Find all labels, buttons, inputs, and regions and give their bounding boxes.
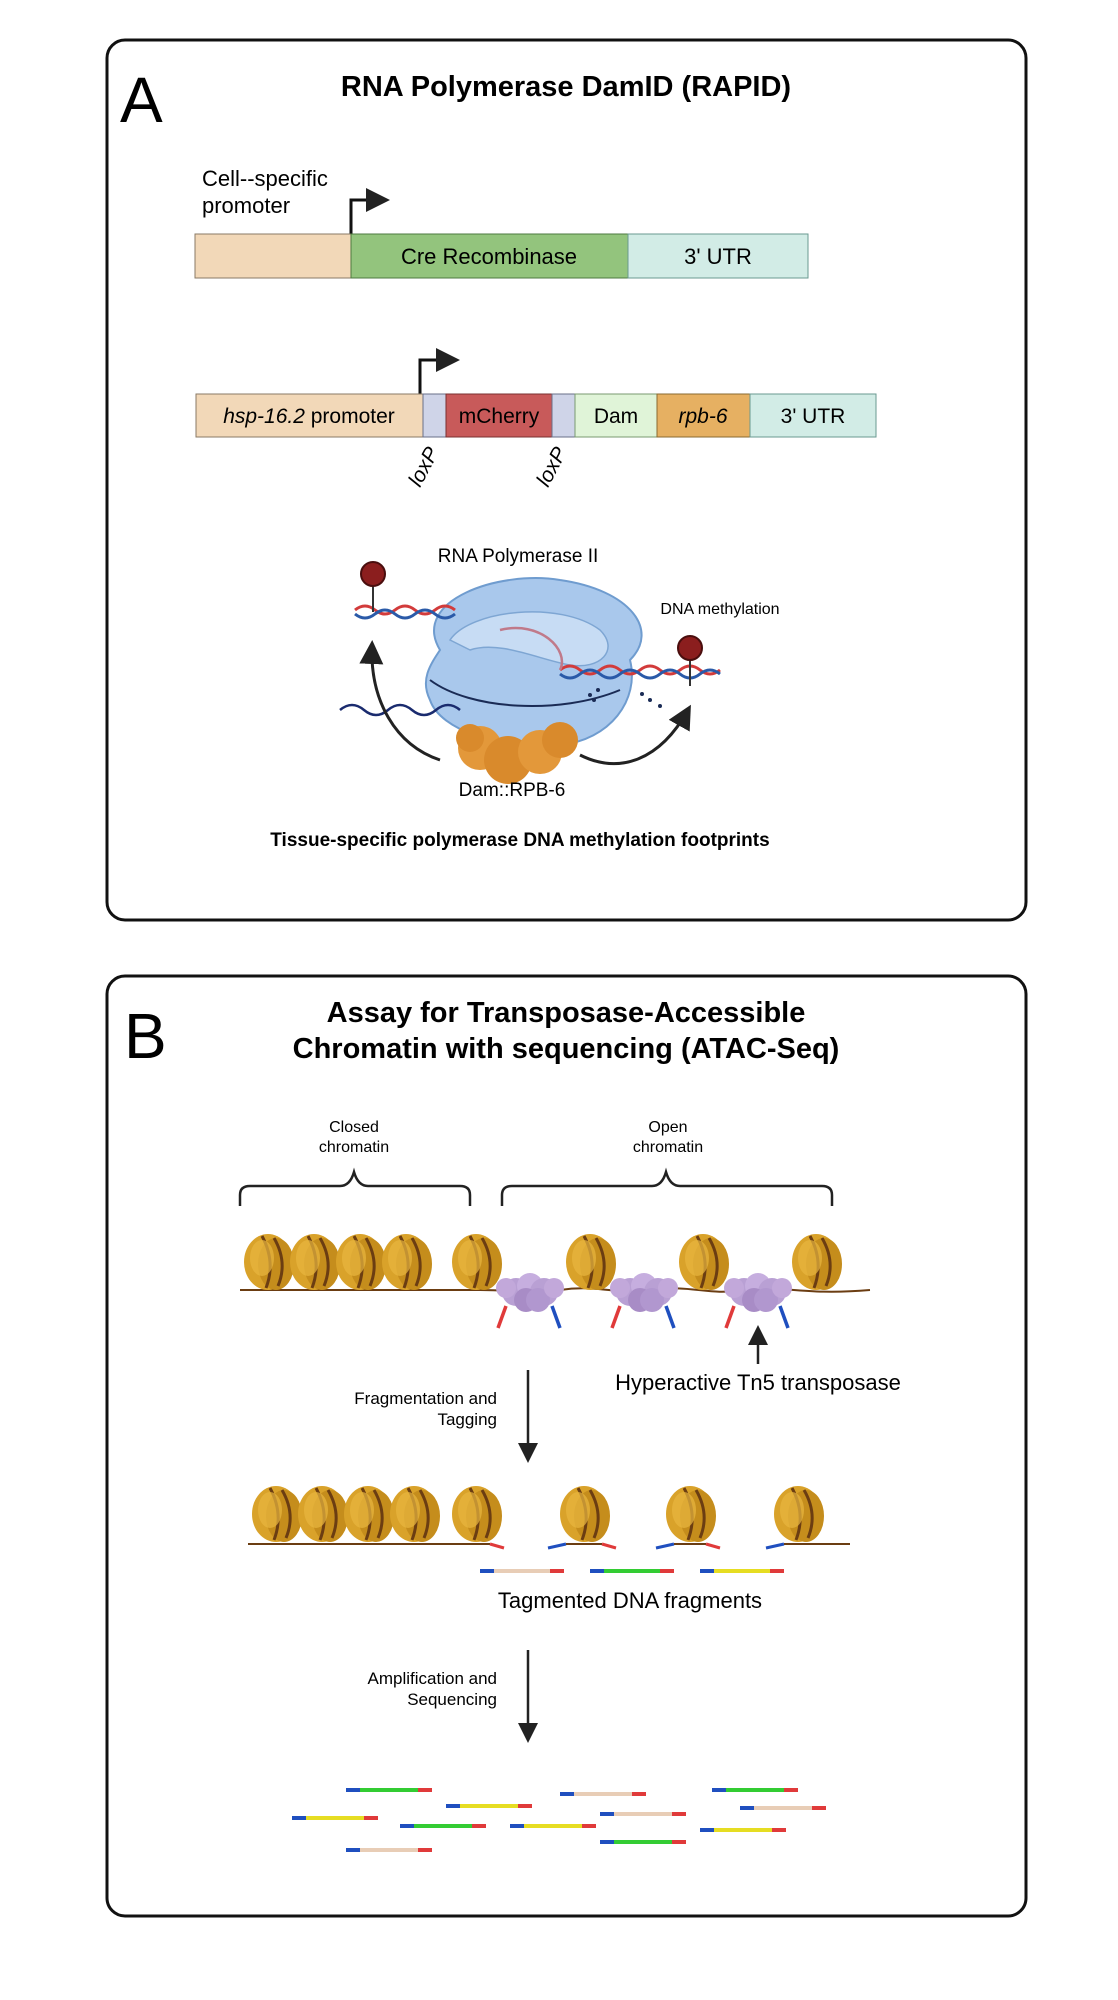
utr-label-1: 3' UTR [684,244,752,269]
promoter-arrow-icon-2 [418,348,460,394]
construct-rapid: hsp-16.2 promoter mCherry Dam rpb-6 3' U… [195,348,877,490]
polymerase-body-icon [424,577,643,747]
methylation-arrow-right-icon [579,704,691,766]
tagmented-fragments-icon [480,1569,784,1573]
loxp-label-2: loxP [532,443,571,490]
utr-block-1 [627,233,809,279]
rna-strand-icon [339,703,461,717]
panel-a-footer: Tissue-specific polymerase DNA methylati… [270,830,769,851]
cre-block [350,233,629,279]
methylation-arrow-left-icon [359,640,441,762]
dam-rpb6-label: Dam::RPB-6 [459,780,566,801]
construct-cre: Cell--specific promoter Cre Recombinase … [194,166,809,279]
promoter-arrow-icon [349,188,390,234]
mcherry-block [445,393,553,438]
cell-specific-promoter-label-2: promoter [202,193,290,218]
closed-chromatin-label-1: Closed [329,1119,379,1136]
dam-rpb6-icon [456,722,578,784]
loxp-label-1: loxP [404,443,443,490]
cell-specific-promoter-label-1: Cell--specific [202,166,328,191]
step-fragmentation-label-2: Tagging [437,1410,497,1429]
cre-label: Cre Recombinase [401,244,577,269]
polymerase-label: RNA Polymerase II [438,546,599,567]
methyl-marker-icon [360,561,386,587]
open-chromatin-label-1: Open [648,1119,687,1136]
polymerase-illustration: RNA Polymerase II DNA methylation [339,546,780,801]
dam-label: Dam [594,405,638,428]
hsp-promoter-label: hsp-16.2 promoter [223,405,395,428]
utr-block-2 [749,393,877,438]
panel-a-letter: A [120,64,163,136]
panel-b-title-2: Chromatin with sequencing (ATAC-Seq) [293,1033,840,1065]
panel-a-title: RNA Polymerase DamID (RAPID) [341,71,791,103]
sequencing-reads-icon [292,1788,826,1852]
step-fragmentation-label-1: Fragmentation and [354,1389,497,1408]
panel-a: A RNA Polymerase DamID (RAPID) Cell--spe… [105,38,1028,922]
closed-chromatin-label-2: chromatin [319,1139,389,1156]
tn5-label: Hyperactive Tn5 transposase [615,1370,901,1395]
open-chromatin-label-2: chromatin [633,1139,703,1156]
tagmented-label: Tagmented DNA fragments [498,1588,762,1613]
closed-brace-icon [238,1167,472,1206]
dna-right-icon [559,664,721,676]
panel-b: B Assay for Transposase-Accessible Chrom… [105,974,1028,1918]
panel-b-title-1: Assay for Transposase-Accessible [327,997,806,1029]
methylation-label: DNA methylation [660,601,779,618]
rpb6-block [656,393,751,438]
panel-b-letter: B [124,1000,167,1072]
mcherry-label: mCherry [459,405,540,428]
open-brace-icon [500,1167,834,1206]
tn5-transposase-icon [496,1273,792,1329]
loxp-block-2 [551,393,576,438]
loxp-block-1 [422,393,447,438]
rpb6-label: rpb-6 [678,405,727,428]
step-amplification-label-1: Amplification and [368,1669,497,1688]
step-amplification-label-2: Sequencing [407,1690,497,1709]
utr-label-2: 3' UTR [781,405,846,428]
methyl-marker-icon-2 [677,635,703,661]
dam-block [574,393,658,438]
promoter-block [194,233,352,279]
